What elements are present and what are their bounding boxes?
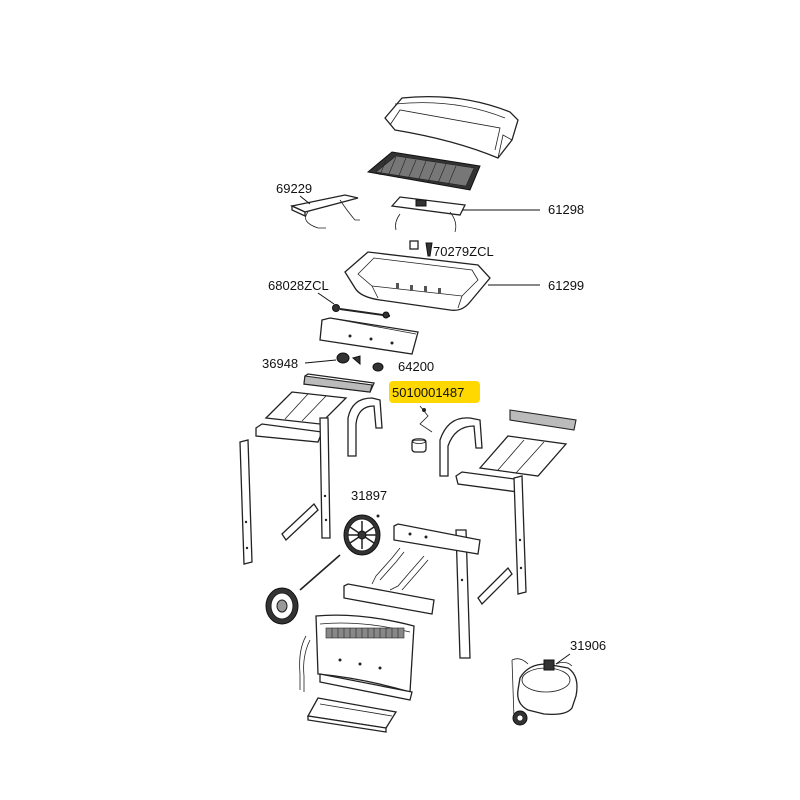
- label-70279ZCL: 70279ZCL: [433, 244, 494, 259]
- right-cross-brace[interactable]: [477, 566, 513, 606]
- center-cross-frame[interactable]: [371, 523, 481, 591]
- left-front-leg[interactable]: [239, 439, 253, 565]
- front-wheel[interactable]: [265, 587, 299, 625]
- front-panel[interactable]: [299, 614, 415, 701]
- label-61298: 61298: [548, 202, 584, 217]
- label-61299: 61299: [548, 278, 584, 293]
- left-handle-frame[interactable]: [347, 397, 383, 457]
- part-31906-gas-tank[interactable]: [511, 653, 578, 726]
- left-rear-leg[interactable]: [319, 417, 331, 539]
- right-rear-leg[interactable]: [513, 475, 527, 595]
- right-side-shelf[interactable]: [455, 409, 577, 493]
- cooking-grate[interactable]: [366, 151, 481, 191]
- part-70279ZCL[interactable]: [409, 240, 433, 257]
- part-61299-firebox[interactable]: [344, 251, 540, 311]
- right-handle-frame[interactable]: [439, 417, 483, 477]
- left-side-shelf[interactable]: [255, 373, 375, 443]
- part-61298[interactable]: [390, 196, 540, 233]
- label-31897: 31897: [351, 488, 387, 503]
- label-5010001487: 5010001487: [392, 385, 464, 400]
- label-69229: 69229: [276, 181, 312, 196]
- label-36948: 36948: [262, 356, 298, 371]
- control-panel[interactable]: [319, 317, 419, 355]
- part-68028ZCL-burner[interactable]: [317, 292, 391, 319]
- bottom-tray[interactable]: [306, 697, 398, 733]
- part-69229[interactable]: [289, 194, 360, 229]
- label-64200: 64200: [398, 359, 434, 374]
- part-31897-wheel[interactable]: [343, 514, 381, 556]
- label-31906: 31906: [570, 638, 606, 653]
- grill-lid[interactable]: [384, 96, 519, 159]
- bottom-rail[interactable]: [343, 583, 435, 615]
- part-5010001487-igniter[interactable]: [411, 405, 433, 453]
- left-cross-brace[interactable]: [281, 503, 319, 541]
- label-68028ZCL: 68028ZCL: [268, 278, 329, 293]
- highlight-box: [389, 381, 480, 403]
- right-front-leg[interactable]: [455, 529, 471, 659]
- part-64200-knob[interactable]: [372, 362, 384, 372]
- axle[interactable]: [299, 554, 341, 591]
- part-36948-knob[interactable]: [304, 352, 361, 366]
